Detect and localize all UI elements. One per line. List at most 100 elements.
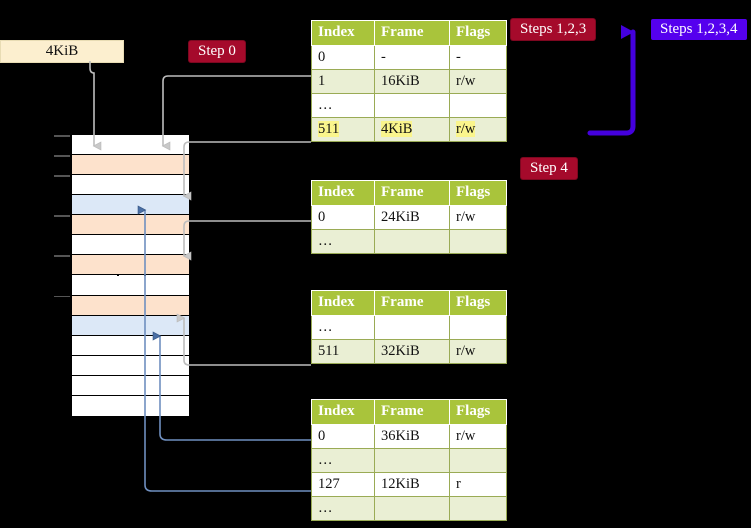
cell-frame: - <box>374 45 450 70</box>
cell-flags: r/w <box>449 117 507 142</box>
column-header-flags: Flags <box>449 20 507 46</box>
highlighted-value: 511 <box>318 121 340 137</box>
cell-flags: r <box>449 472 507 497</box>
column-header-frame: Frame <box>374 399 450 425</box>
table-row: 511 4KiB r/w <box>311 117 507 142</box>
table-row: … <box>311 93 507 118</box>
memory-frame-row <box>72 395 189 416</box>
column-header-index: Index <box>311 399 375 425</box>
cell-frame: 4KiB <box>374 117 450 142</box>
memory-frame-row <box>72 295 189 316</box>
column-header-frame: Frame <box>374 180 450 206</box>
memory-frame-row <box>72 375 189 396</box>
steps123-badge: Steps 1,2,3 <box>511 19 596 40</box>
cell-frame <box>374 496 450 521</box>
column-header-flags: Flags <box>449 290 507 316</box>
cell-flags: r/w <box>449 424 507 449</box>
step4-label: Step 4 <box>530 160 568 176</box>
steps1234-label: Steps 1,2,3,4 <box>660 21 738 37</box>
cell-index: … <box>311 229 375 254</box>
cell-frame <box>374 448 450 473</box>
cell-frame: 36KiB <box>374 424 450 449</box>
cell-flags: r/w <box>449 69 507 94</box>
memory-frame-row <box>72 235 189 256</box>
physical-memory-grid <box>54 134 190 416</box>
cell-frame <box>374 229 450 254</box>
size-box-label: 4KiB <box>45 43 79 59</box>
cell-frame: 12KiB <box>374 472 450 497</box>
cell-index: 0 <box>311 45 375 70</box>
cell-flags <box>449 448 507 473</box>
memory-row-tick <box>54 175 70 177</box>
memory-row-tick <box>54 295 70 298</box>
memory-frame-row <box>72 175 189 196</box>
step0-badge: Step 0 <box>189 41 245 62</box>
cell-flags: - <box>449 45 507 70</box>
cell-flags: r/w <box>449 205 507 230</box>
memory-row-tick <box>54 215 70 217</box>
memory-row-tick <box>54 255 70 257</box>
cell-index: 0 <box>311 205 375 230</box>
column-header-frame: Frame <box>374 20 450 46</box>
table-row: … <box>311 315 507 340</box>
bracket-arrow-purple <box>587 25 636 136</box>
cell-flags <box>449 315 507 340</box>
size-box: 4KiB <box>0 40 124 63</box>
cell-index: 0 <box>311 424 375 449</box>
cell-frame <box>374 93 450 118</box>
cell-flags <box>449 229 507 254</box>
cell-index: … <box>311 496 375 521</box>
highlighted-value: r/w <box>456 121 476 137</box>
column-header-flags: Flags <box>449 399 507 425</box>
cell-frame: 32KiB <box>374 339 450 364</box>
memory-row-tick <box>54 155 70 157</box>
wire-pml4-idx511 <box>184 141 311 196</box>
column-header-index: Index <box>311 290 375 316</box>
column-header-index: Index <box>311 180 375 206</box>
steps1234-badge: Steps 1,2,3,4 <box>651 19 747 40</box>
cell-frame <box>374 315 450 340</box>
memory-frame-row <box>72 355 189 376</box>
column-header-frame: Frame <box>374 290 450 316</box>
wire-pd-idx511 <box>184 318 311 366</box>
table-row: 0-- <box>311 45 507 70</box>
cell-index: 1 <box>311 69 375 94</box>
cell-frame: 16KiB <box>374 69 450 94</box>
cell-index: 127 <box>311 472 375 497</box>
cell-flags <box>449 496 507 521</box>
step4-badge: Step 4 <box>521 158 577 179</box>
memory-frame-row <box>72 155 189 176</box>
wire-pdpt-idx0 <box>184 220 311 256</box>
cell-index: 511 <box>311 339 375 364</box>
cell-index: … <box>311 315 375 340</box>
memory-frame-row <box>72 315 189 336</box>
memory-row-tick <box>54 135 70 137</box>
table-row: … <box>311 496 507 521</box>
memory-frame-row <box>72 215 189 236</box>
column-header-flags: Flags <box>449 180 507 206</box>
cell-flags: r/w <box>449 339 507 364</box>
cell-flags <box>449 93 507 118</box>
step0-label: Step 0 <box>198 43 236 59</box>
cell-index: 511 <box>311 117 375 142</box>
cell-frame: 24KiB <box>374 205 450 230</box>
cell-index: … <box>311 448 375 473</box>
memory-frame-row <box>72 335 189 356</box>
memory-frame-row <box>72 135 189 156</box>
steps123-label: Steps 1,2,3 <box>520 21 587 37</box>
table-row: … <box>311 229 507 254</box>
memory-frame-row <box>72 275 189 296</box>
